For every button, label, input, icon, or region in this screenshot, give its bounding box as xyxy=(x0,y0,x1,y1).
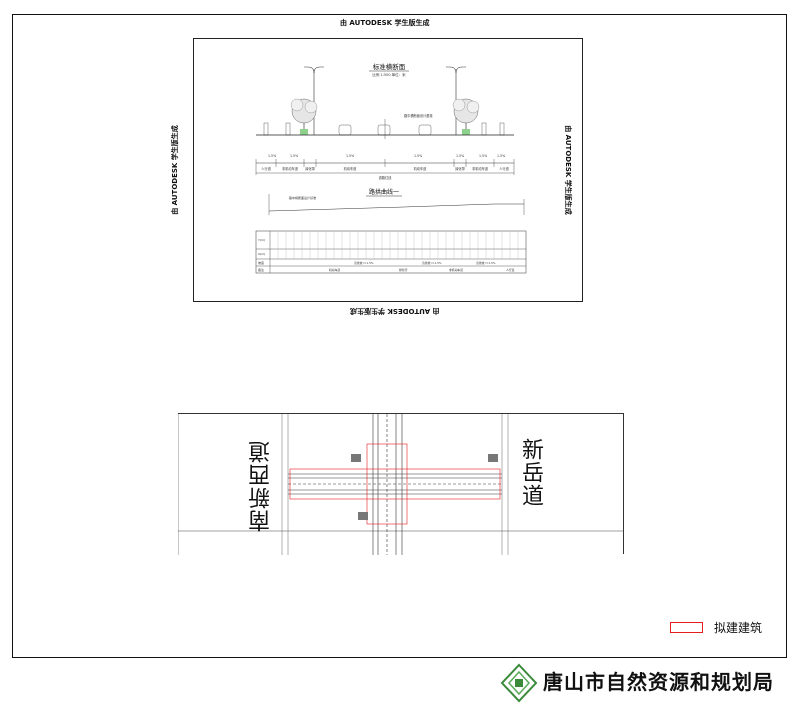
centerline-label: 路中横断面设计基准 xyxy=(404,113,433,118)
pedestrian-icon xyxy=(263,122,269,136)
car-icon xyxy=(338,124,352,136)
lane-label: 绿化带 xyxy=(455,166,465,171)
slope-label: 1.5% xyxy=(414,154,422,158)
slope-labels: 1.5% 1.5% 1.5% 1.5% 1.5% 1.5% 1.5% xyxy=(268,154,505,158)
profile-curve xyxy=(268,203,524,212)
table-row-label: X(m) xyxy=(258,252,265,256)
lane-label: 非机动车道 xyxy=(472,166,489,171)
table-remark-label: 绿化带 xyxy=(399,268,408,272)
plan-view xyxy=(177,413,624,555)
drawing-frame xyxy=(12,14,787,658)
tree-icon xyxy=(304,100,318,114)
lamp-left-1 xyxy=(313,66,324,135)
tree-icon xyxy=(452,98,466,112)
table-slope-label: 直线坡 i=1.5% xyxy=(422,261,442,265)
table-slope-label: 直线坡 i=1.5% xyxy=(354,261,374,265)
planter-left xyxy=(300,129,308,135)
watermark-top: 由 AUTODESK 学生版生成 xyxy=(340,19,430,27)
bureau-emblem-icon xyxy=(500,663,538,703)
lane-label: 机动车道 xyxy=(414,166,428,171)
profile-centerline-label: 路中横断面设计基准 xyxy=(289,195,316,200)
bureau-name: 唐山市自然资源和规划局 xyxy=(543,670,774,694)
table-row-label: Y(m) xyxy=(258,238,265,242)
horizontal-road xyxy=(288,473,502,495)
slope-label: 1.5% xyxy=(479,154,487,158)
lane-ticks xyxy=(255,159,515,175)
table-row-label: 坡度 xyxy=(258,260,264,265)
vertical-road xyxy=(372,414,403,555)
road-name-east: 新岳道 xyxy=(518,438,543,507)
table-slope-label: 直线坡 i=1.5% xyxy=(476,261,496,265)
table-grid xyxy=(277,231,519,259)
lamp-right-2 xyxy=(446,66,457,74)
watermark-bottom: 由 AUTODESK 学生版生成 xyxy=(350,307,440,315)
slope-label: 1.5% xyxy=(290,154,298,158)
watermark-left: 由 AUTODESK 学生版生成 xyxy=(170,125,179,215)
profile-table: Y(m) X(m) 坡度 备注 直线坡 i=1.5% 直线坡 i=1.5% 直线… xyxy=(255,230,527,274)
proposed-road-outline xyxy=(289,443,501,525)
lane-label: 人行道 xyxy=(261,166,271,171)
slope-label: 1.5% xyxy=(268,154,276,158)
table-row-label: 备注 xyxy=(258,267,264,272)
table-remark-label: 机动车道 xyxy=(329,268,340,272)
cyclist-icon xyxy=(285,122,291,136)
lane-labels: 人行道 非机动车道 绿化带 机动车道 机动车道 绿化带 非机动车道 人行道 xyxy=(261,166,509,171)
road-name-west: 南新西道 xyxy=(249,440,274,532)
legend-swatch xyxy=(670,622,703,633)
plan-annotations xyxy=(351,454,498,520)
section-scale: 比例 1:500 单位：米 xyxy=(372,72,406,77)
cyclist-icon xyxy=(481,122,487,136)
lamp-left-2 xyxy=(304,66,315,74)
cross-section-sheet: 标准横断面 比例 1:500 单位：米 xyxy=(193,38,583,302)
slope-label: 1.5% xyxy=(346,154,354,158)
car-icon xyxy=(418,124,432,136)
slope-label: 1.5% xyxy=(456,154,464,158)
car-icon xyxy=(377,124,391,136)
plan-drawing xyxy=(177,414,624,555)
slope-label: 1.5% xyxy=(497,154,505,158)
pedestrian-icon xyxy=(499,122,505,136)
tree-icon xyxy=(290,98,304,112)
lane-label: 人行道 xyxy=(499,166,509,171)
lane-label: 绿化带 xyxy=(305,166,315,171)
profile-title: 路拱曲线一 xyxy=(369,188,399,196)
table-remark-label: 非机动车道 xyxy=(449,268,463,272)
trees xyxy=(290,98,480,135)
total-label: 道路红线 xyxy=(379,175,393,180)
planter-right xyxy=(462,129,470,135)
lane-label: 机动车道 xyxy=(344,166,358,171)
cross-section-drawing: 标准横断面 比例 1:500 单位：米 xyxy=(255,62,527,274)
legend-label: 拟建建筑 xyxy=(714,621,763,635)
lane-label: 非机动车道 xyxy=(282,166,299,171)
section-title: 标准横断面 xyxy=(373,62,406,71)
tree-icon xyxy=(466,100,480,114)
street-lamps xyxy=(304,66,466,135)
table-remark-label: 人行道 xyxy=(506,268,515,272)
